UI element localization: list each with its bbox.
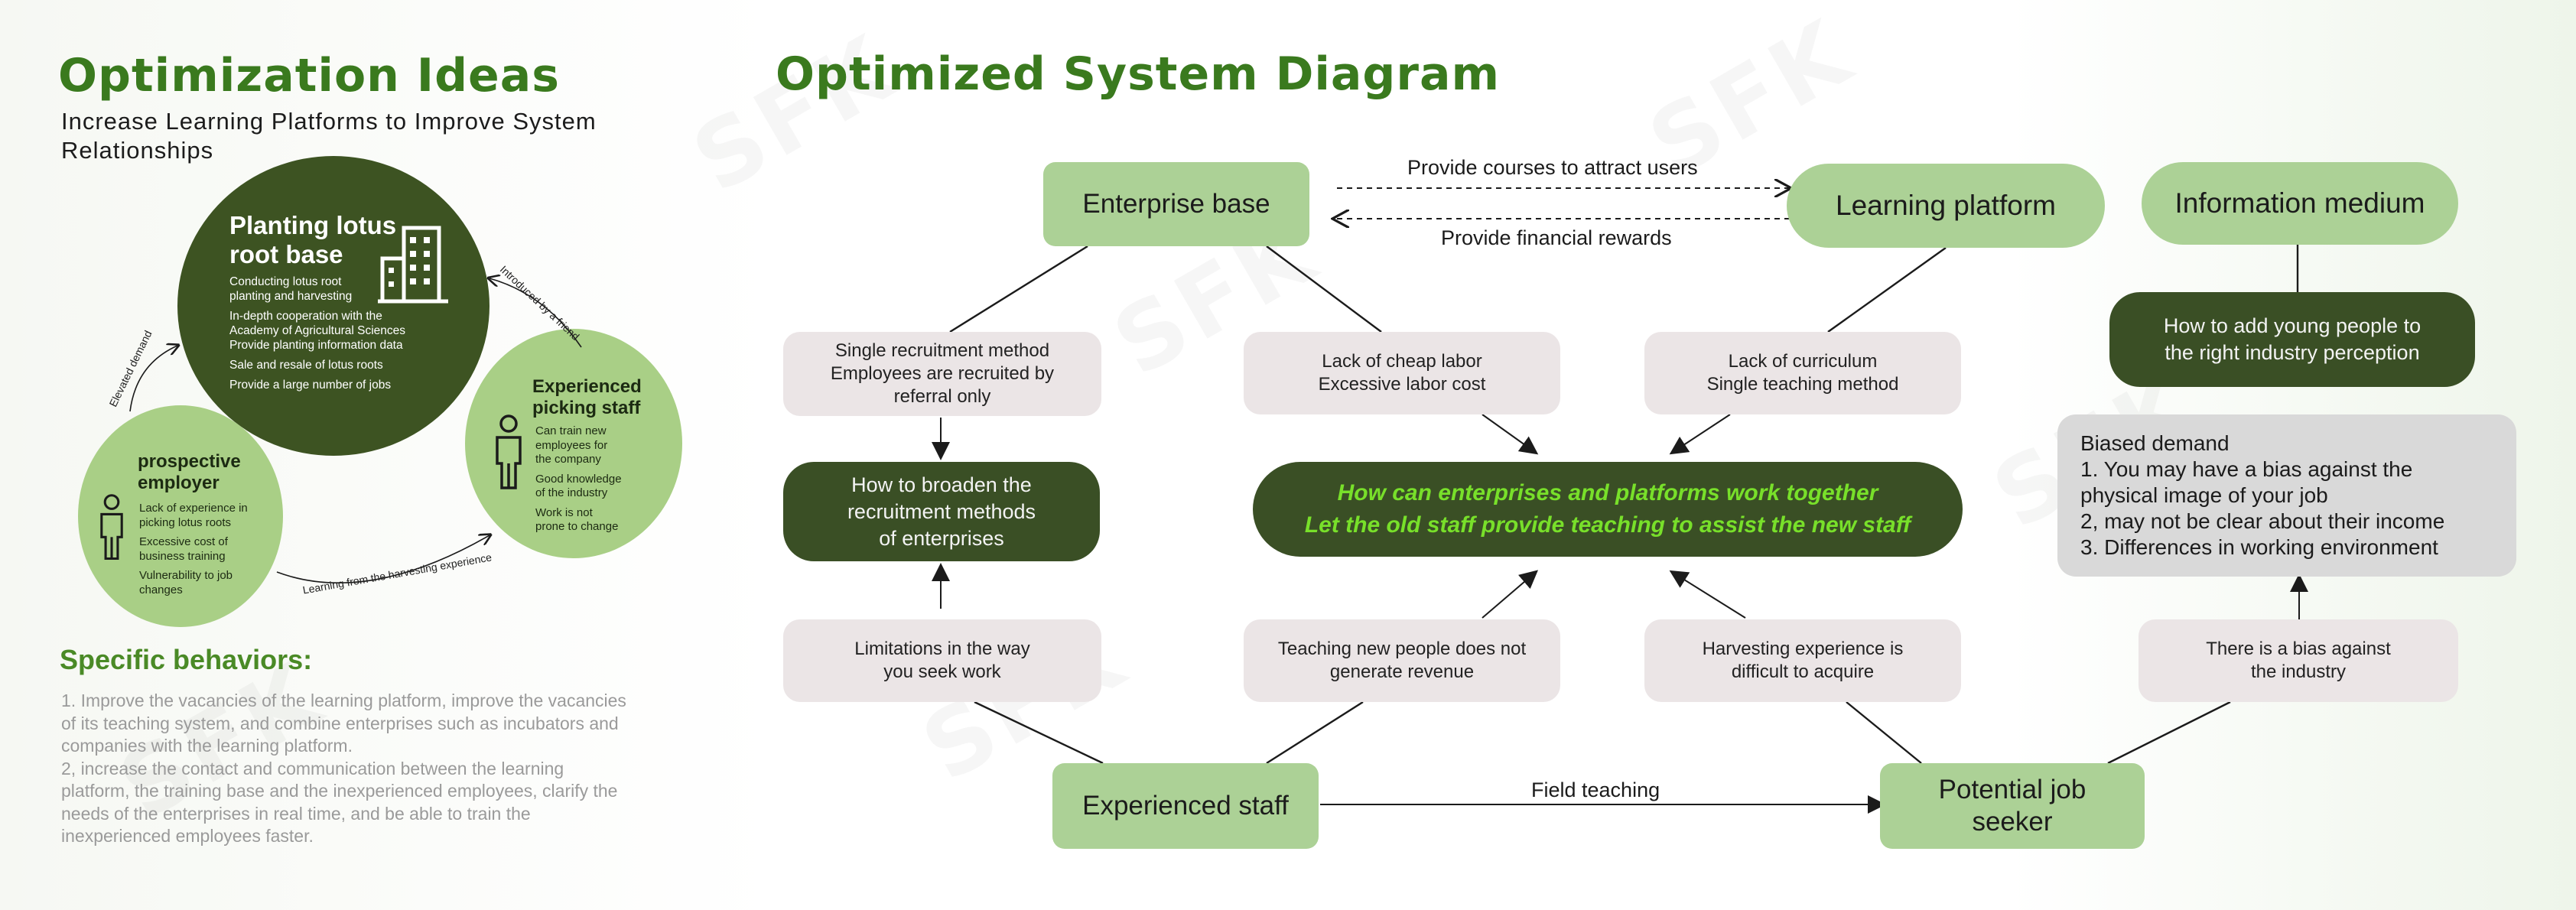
system-diagram-title: Optimized System Diagram	[776, 47, 1500, 101]
central-question-box: How can enterprises and platforms work t…	[1253, 462, 1963, 557]
lotus-root-base-title: Planting lotus root base	[229, 211, 397, 268]
specific-behaviors-text: 1. Improve the vacancies of the learning…	[61, 691, 626, 846]
experienced-staff-node: Experienced staff	[1052, 763, 1319, 849]
person-icon	[95, 492, 128, 567]
prospective-employer-title: prospective employer	[138, 451, 241, 493]
optimization-ideas-title: Optimization Ideas	[58, 49, 560, 102]
provide-courses-label: Provide courses to attract users	[1407, 156, 1698, 179]
optimization-ideas-subtitle: Increase Learning Platforms to Improve S…	[61, 107, 597, 165]
subtitle-line: Increase Learning Platforms to Improve S…	[61, 108, 597, 135]
building-icon	[376, 223, 450, 308]
enterprise-base-node: Enterprise base	[1043, 162, 1309, 246]
specific-behaviors-heading: Specific behaviors:	[60, 644, 313, 675]
learning-platform-node: Learning platform	[1787, 164, 2105, 248]
person-icon	[490, 414, 528, 495]
information-medium-node: Information medium	[2142, 162, 2458, 245]
biased-demand-box: Biased demand 1. You may have a bias aga…	[2057, 414, 2516, 577]
field-teaching-label: Field teaching	[1531, 778, 1660, 801]
lotus-root-base-circle: Planting lotus root base Conducting lotu…	[177, 156, 490, 456]
subtitle-line: Relationships	[61, 137, 214, 164]
prospective-employer-circle: prospective employer Lack of experience …	[78, 405, 283, 627]
experienced-staff-title: Experienced picking staff	[532, 376, 642, 418]
provide-rewards-label: Provide financial rewards	[1441, 226, 1672, 249]
